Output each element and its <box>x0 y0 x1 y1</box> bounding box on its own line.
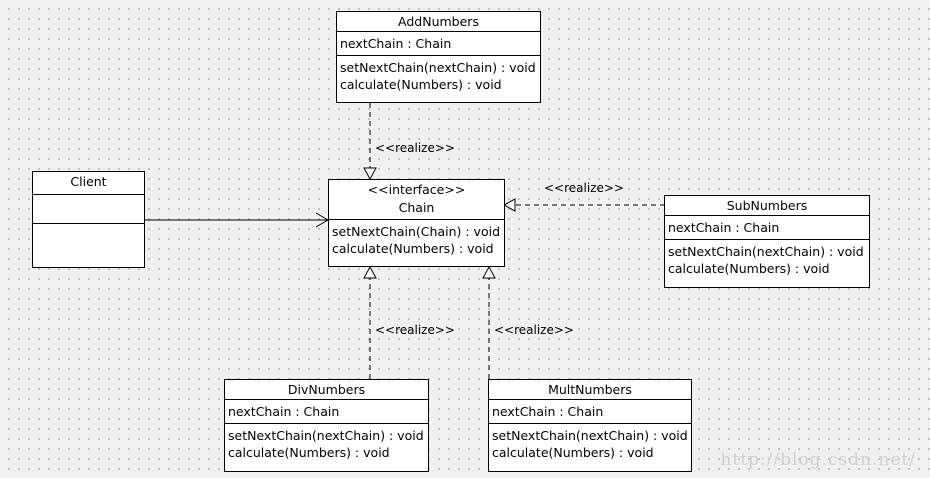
interface-header: <<interface>> Chain <box>329 180 504 220</box>
realize-label-add: <<realize>> <box>375 141 455 155</box>
attribute: nextChain : Chain <box>340 36 452 51</box>
class-name: Client <box>33 172 144 195</box>
realize-label-div: <<realize>> <box>375 323 455 337</box>
methods-section: setNextChain(nextChain) : void calculate… <box>337 56 540 102</box>
attributes-section: nextChain : Chain <box>665 216 869 240</box>
methods-section: setNextChain(Chain) : void calculate(Num… <box>329 220 504 266</box>
attributes-section: nextChain : Chain <box>225 400 428 424</box>
realize-label-sub: <<realize>> <box>544 181 624 195</box>
attribute: nextChain : Chain <box>492 404 604 419</box>
realize-arrowhead-mult <box>482 265 496 279</box>
methods-section: setNextChain(nextChain) : void calculate… <box>489 424 691 471</box>
method: calculate(Numbers) : void <box>340 77 502 92</box>
watermark: http://blog.csdn.net/ <box>720 450 916 470</box>
class-name: MultNumbers <box>489 380 691 400</box>
method: setNextChain(nextChain) : void <box>228 428 424 443</box>
method: setNextChain(nextChain) : void <box>340 60 536 75</box>
interface-chain[interactable]: <<interface>> Chain setNextChain(Chain) … <box>328 179 505 267</box>
realize-arrowhead-add <box>363 167 377 181</box>
interface-name: Chain <box>398 200 435 215</box>
attribute: nextChain : Chain <box>668 220 780 235</box>
methods-section: setNextChain(nextChain) : void calculate… <box>225 424 428 471</box>
attributes-section <box>33 195 144 224</box>
stereotype: <<interface>> <box>367 182 466 197</box>
method: calculate(Numbers) : void <box>492 445 654 460</box>
realize-label-mult: <<realize>> <box>494 323 574 337</box>
method: setNextChain(nextChain) : void <box>492 428 688 443</box>
attribute: nextChain : Chain <box>228 404 340 419</box>
class-client[interactable]: Client <box>32 171 145 268</box>
methods-section <box>33 224 144 267</box>
method: calculate(Numbers) : void <box>332 241 494 256</box>
method: setNextChain(Chain) : void <box>332 224 500 239</box>
class-name: SubNumbers <box>665 196 869 216</box>
methods-section: setNextChain(nextChain) : void calculate… <box>665 240 869 287</box>
method: setNextChain(nextChain) : void <box>668 244 864 259</box>
class-divnumbers[interactable]: DivNumbers nextChain : Chain setNextChai… <box>224 379 429 472</box>
class-name: DivNumbers <box>225 380 428 400</box>
attributes-section: nextChain : Chain <box>337 32 540 56</box>
class-name: AddNumbers <box>337 12 540 32</box>
class-multnumbers[interactable]: MultNumbers nextChain : Chain setNextCha… <box>488 379 692 472</box>
method: calculate(Numbers) : void <box>228 445 390 460</box>
class-addnumbers[interactable]: AddNumbers nextChain : Chain setNextChai… <box>336 11 541 103</box>
realize-arrowhead-sub <box>502 198 516 212</box>
realize-arrowhead-div <box>363 265 377 279</box>
class-subnumbers[interactable]: SubNumbers nextChain : Chain setNextChai… <box>664 195 870 288</box>
attributes-section: nextChain : Chain <box>489 400 691 424</box>
method: calculate(Numbers) : void <box>668 261 830 276</box>
